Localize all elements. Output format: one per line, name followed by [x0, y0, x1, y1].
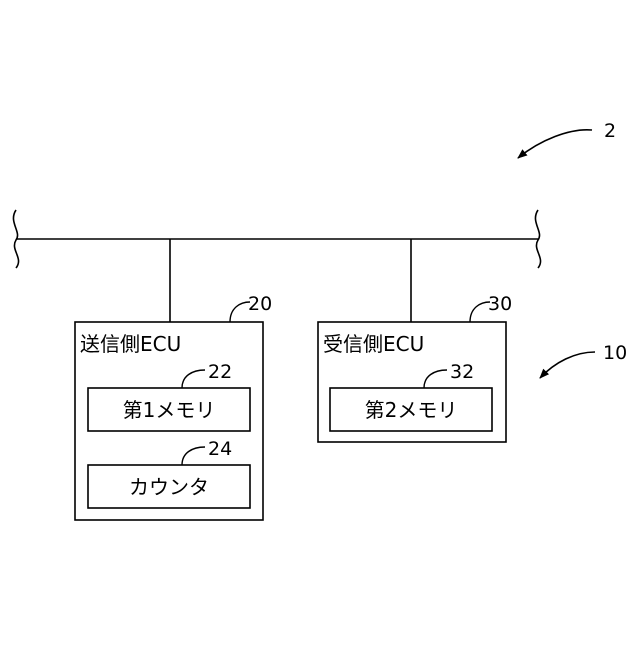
- counter-ref: 24: [208, 438, 232, 460]
- system-ref-arrow: [518, 130, 592, 158]
- network-ref-number: 10: [603, 342, 627, 364]
- sender-ecu-leader: [230, 302, 250, 322]
- sender-ecu-title: 送信側ECU: [80, 332, 181, 356]
- system-ref-number: 2: [604, 120, 616, 142]
- second-memory-label: 第2メモリ: [365, 398, 458, 422]
- receiver-ecu-title: 受信側ECU: [323, 332, 424, 356]
- sender-ecu: 20 送信側ECU 22 第1メモリ 24 カウンタ: [75, 293, 272, 520]
- first-memory-leader: [182, 370, 205, 388]
- first-memory-label: 第1メモリ: [123, 398, 216, 422]
- receiver-ecu: 30 受信側ECU 32 第2メモリ: [318, 293, 512, 442]
- network-reference: 10: [540, 342, 627, 378]
- communication-bus: [13, 210, 540, 322]
- counter-leader: [182, 447, 205, 465]
- sender-ecu-ref: 20: [248, 293, 272, 315]
- network-ref-arrow: [540, 352, 595, 378]
- second-memory-ref: 32: [450, 361, 474, 383]
- counter-label: カウンタ: [129, 475, 209, 499]
- second-memory-leader: [424, 370, 447, 388]
- first-memory-ref: 22: [208, 361, 232, 383]
- receiver-ecu-ref: 30: [488, 293, 512, 315]
- system-reference: 2: [518, 120, 616, 158]
- receiver-ecu-leader: [470, 302, 490, 322]
